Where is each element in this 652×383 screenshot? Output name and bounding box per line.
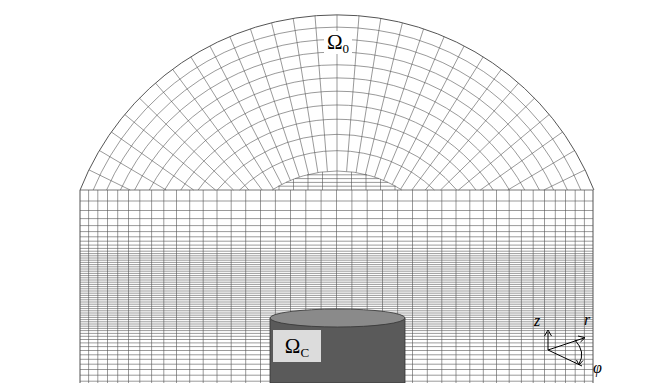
region-label-box: ΩC bbox=[273, 330, 321, 362]
mesh-line bbox=[279, 186, 280, 190]
mesh-line bbox=[80, 295, 593, 296]
axis-label: r bbox=[584, 312, 590, 328]
mesh-line bbox=[80, 210, 593, 211]
mesh-line bbox=[380, 179, 381, 190]
z-axis bbox=[548, 332, 549, 350]
region-name: ΩC bbox=[285, 336, 309, 357]
mesh-line bbox=[80, 253, 593, 254]
mesh-line bbox=[356, 19, 381, 173]
mesh-line bbox=[272, 171, 402, 190]
mesh-line bbox=[80, 262, 593, 263]
mesh-line bbox=[80, 269, 593, 270]
mesh-line bbox=[80, 284, 593, 285]
mesh-line bbox=[80, 258, 593, 259]
mesh-line bbox=[80, 266, 593, 267]
mesh-line bbox=[441, 98, 535, 190]
mesh-line bbox=[89, 170, 130, 190]
mesh-line bbox=[80, 264, 593, 265]
mesh-line bbox=[80, 241, 593, 242]
mesh-line bbox=[80, 225, 593, 226]
mesh-line bbox=[80, 297, 593, 298]
mesh-line bbox=[365, 23, 402, 175]
mesh-line bbox=[392, 46, 464, 185]
mesh-line bbox=[395, 186, 396, 190]
mesh-line bbox=[293, 179, 294, 190]
mesh-line bbox=[80, 293, 593, 294]
mesh-line bbox=[80, 236, 593, 237]
mesh-line bbox=[80, 282, 593, 283]
mesh-line bbox=[80, 245, 593, 246]
mesh-line bbox=[80, 306, 593, 307]
axis-label: φ bbox=[593, 360, 602, 376]
mesh-line bbox=[80, 260, 593, 261]
conductor-cylinder bbox=[270, 309, 405, 383]
mesh-line bbox=[156, 83, 249, 190]
region-name: Ω0 bbox=[324, 31, 352, 54]
mesh-line bbox=[191, 57, 274, 189]
mesh-line bbox=[80, 201, 593, 202]
cylinder-top bbox=[270, 309, 405, 327]
mesh-line bbox=[80, 302, 593, 303]
mesh-line bbox=[80, 271, 593, 272]
cylinder-body bbox=[270, 318, 405, 383]
mesh-line bbox=[80, 299, 593, 300]
mesh-line bbox=[80, 231, 593, 232]
mesh-line bbox=[80, 15, 594, 190]
mesh-line bbox=[544, 170, 585, 190]
mesh-line bbox=[508, 151, 575, 191]
mesh-line bbox=[80, 273, 593, 274]
mesh-line bbox=[272, 23, 309, 175]
arrow-head bbox=[578, 336, 585, 342]
mesh-line bbox=[250, 29, 299, 177]
mesh-line bbox=[80, 248, 593, 249]
mesh-line bbox=[80, 288, 593, 289]
mesh-line bbox=[80, 304, 593, 305]
mesh-line bbox=[111, 132, 193, 190]
arrow-head bbox=[545, 330, 552, 336]
mesh-line bbox=[80, 218, 593, 219]
mesh-line bbox=[279, 186, 396, 187]
mesh-line bbox=[293, 19, 318, 173]
mesh-line bbox=[80, 255, 593, 256]
mesh-line bbox=[210, 46, 282, 185]
mesh-line bbox=[99, 151, 166, 191]
mesh-line bbox=[80, 280, 593, 281]
mesh-line bbox=[80, 251, 593, 252]
mesh-line bbox=[80, 277, 593, 278]
mesh-line bbox=[80, 291, 593, 292]
mesh-line bbox=[140, 98, 234, 190]
mesh-line bbox=[459, 115, 550, 191]
mesh-line bbox=[337, 171, 338, 190]
mesh-line bbox=[425, 83, 518, 190]
mesh-line bbox=[173, 69, 263, 190]
arrow-head bbox=[577, 360, 584, 365]
mesh-grid bbox=[80, 15, 594, 383]
coordinate-axes bbox=[545, 330, 586, 366]
mesh-line bbox=[307, 174, 367, 175]
mesh-line bbox=[125, 115, 216, 191]
mesh-line bbox=[480, 132, 562, 190]
mesh-line bbox=[295, 178, 379, 179]
mesh-line bbox=[286, 182, 388, 183]
mesh-line bbox=[401, 57, 484, 189]
axis-label: z bbox=[534, 313, 540, 329]
mesh-line bbox=[80, 275, 593, 276]
mesh-line bbox=[80, 286, 593, 287]
mesh-line bbox=[412, 69, 502, 190]
phi-ray bbox=[548, 350, 582, 366]
phi-arc bbox=[575, 340, 582, 364]
